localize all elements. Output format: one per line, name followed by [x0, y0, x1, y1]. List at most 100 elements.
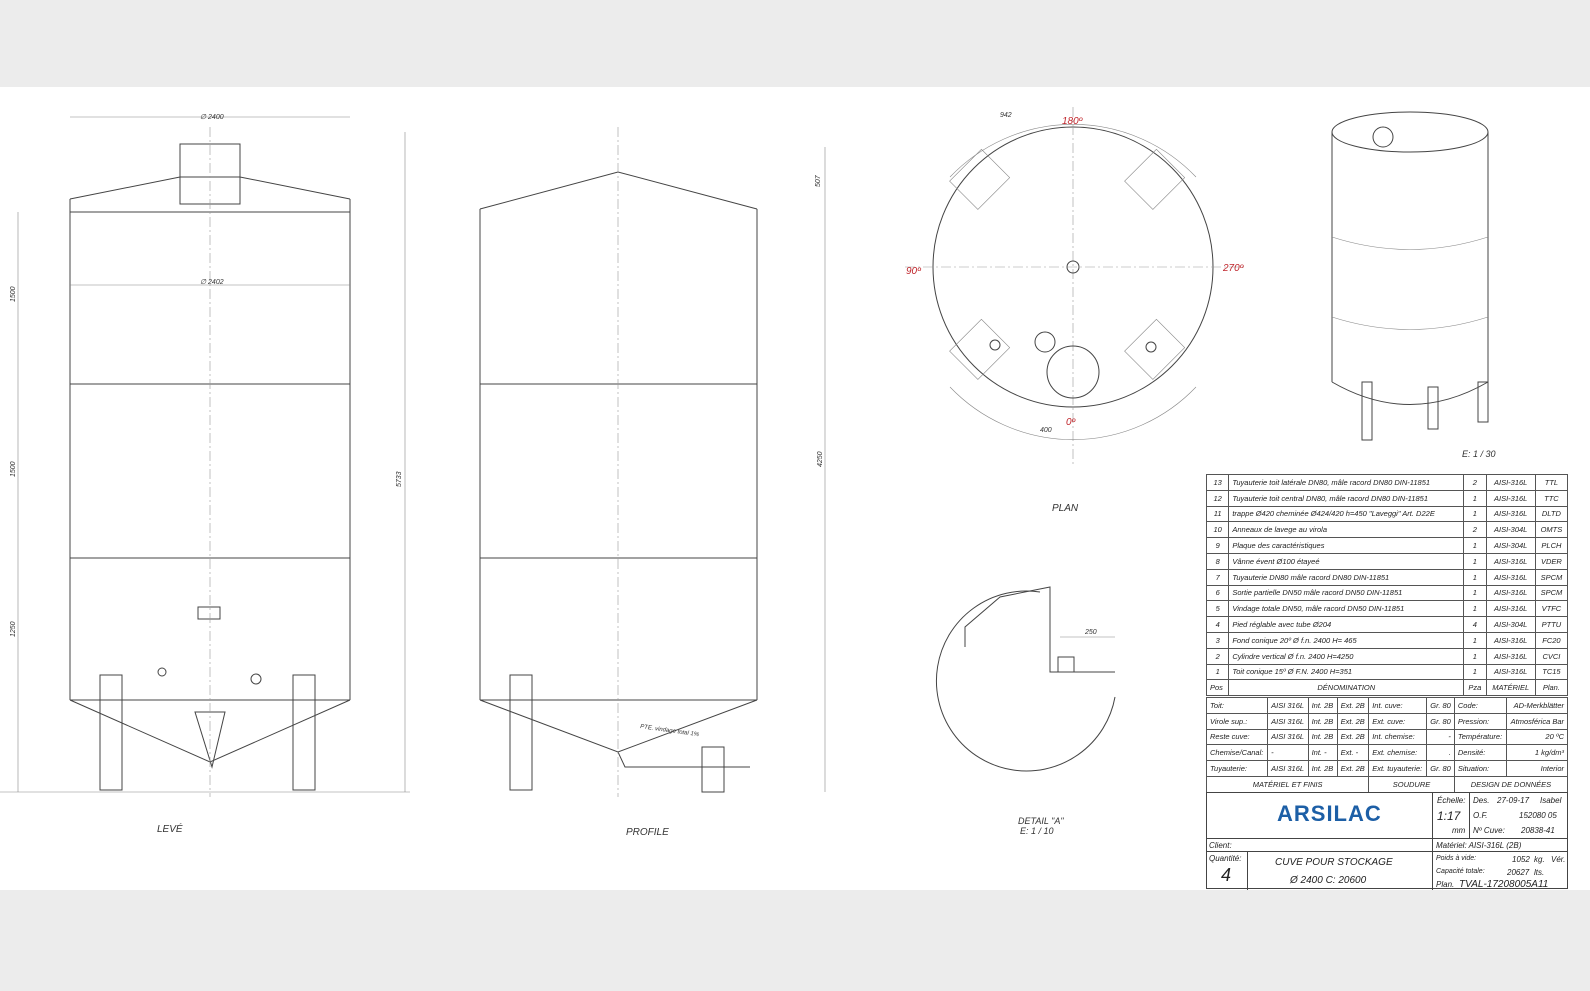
spec-cell: AISI 316L: [1267, 760, 1309, 777]
cell-denomination: Vânne évent Ø100 étayeé: [1228, 552, 1465, 570]
capacity-label: Capacité totale:: [1436, 868, 1485, 875]
cell-material: AISI-316L: [1485, 631, 1536, 649]
arsilac-logo: ARSILAC: [1277, 801, 1382, 826]
spec-cell: Ext. cuve:: [1368, 712, 1427, 730]
cell-material: AISI-316L: [1485, 647, 1536, 665]
cell-denomination: Tuyauterie DN80 mâle racord DN80 DIN-118…: [1228, 568, 1465, 586]
spec-cell: AISI 316L: [1267, 728, 1309, 746]
cell-quantity: 1: [1463, 552, 1487, 570]
angle-270: 270º: [1222, 263, 1245, 274]
spec-cell: AD-Merkblätter: [1505, 697, 1569, 714]
footer-label: MATÉRIEL ET FINIS: [1205, 775, 1370, 793]
cell-material: AISI-316L: [1485, 584, 1536, 602]
spec-cell: Chemise/Canal:: [1205, 744, 1269, 762]
scale-value: 1:17: [1437, 809, 1461, 823]
view-label-plan: PLAN: [1052, 503, 1079, 514]
cell-pos: 10: [1205, 521, 1230, 539]
spec-cell: Atmosférica Bar: [1505, 712, 1569, 730]
cell-quantity: 1: [1463, 631, 1487, 649]
cell-denomination: Toit conique 15º Ø F.N. 2400 H=351: [1228, 663, 1465, 681]
cell-quantity: 1: [1463, 489, 1487, 507]
footer-label: DESIGN DE DONNÉES: [1453, 775, 1569, 793]
cell-quantity: 1: [1463, 568, 1487, 586]
quantity-label: Quantité:: [1209, 854, 1242, 863]
material: Matériel: AISI-316L (2B): [1436, 841, 1522, 850]
cell-plan-code: SPCM: [1534, 584, 1569, 602]
cell-material: AISI-316L: [1485, 489, 1536, 507]
cell-material: AISI-304L: [1485, 616, 1536, 633]
spec-cell: Gr. 80: [1425, 760, 1455, 777]
cell-material: AISI-316L: [1485, 552, 1536, 570]
isometric-view: E: 1 / 30: [1331, 111, 1496, 459]
cell-material: AISI-304L: [1485, 537, 1536, 554]
quantity-value: 4: [1221, 865, 1232, 885]
profile-view: 4250 507 PTE. vindage total 1% PROFILE: [479, 127, 826, 838]
cell-pos: 12: [1205, 489, 1230, 507]
spec-cell: -: [1425, 728, 1455, 746]
header-material: MATÉRIEL: [1485, 679, 1536, 697]
cell-quantity: 4: [1463, 616, 1487, 633]
title-block: ARSILAC Échelle: 1:17 mm Des. 27-09-17 I…: [1206, 792, 1568, 890]
capacity-unit: lts.: [1534, 868, 1545, 877]
cell-material: AISI-316L: [1485, 568, 1536, 586]
spec-cell: Ext. 2B: [1336, 712, 1370, 730]
spec-cell: Int. 2B: [1307, 760, 1338, 777]
header-denomination: DÉNOMINATION: [1228, 679, 1465, 697]
spec-cell: Gr. 80: [1425, 697, 1455, 714]
spec-cell: 20 ºC: [1505, 728, 1569, 746]
dim-height-4250: 4250: [817, 451, 824, 467]
spec-cell: Int. -: [1307, 744, 1338, 762]
spec-cell: Température:: [1453, 728, 1507, 746]
spec-cell: Toit:: [1205, 697, 1269, 714]
spec-cell: Code:: [1453, 697, 1507, 714]
detail-scale: E: 1 / 10: [1020, 826, 1054, 836]
cell-plan-code: PLCH: [1534, 537, 1569, 554]
cell-pos: 4: [1205, 616, 1230, 633]
footer-label: SOUDURE: [1368, 775, 1455, 793]
cell-denomination: Fond conique 20º Ø f.n. 2400 H= 465: [1228, 631, 1465, 649]
dim-diameter-2402: ∅ 2402: [200, 279, 224, 286]
cell-pos: 13: [1205, 474, 1230, 491]
cell-denomination: Sortie partielle DN50 mâle racord DN50 D…: [1228, 584, 1465, 602]
weight-label: Poids à vide:: [1436, 855, 1477, 862]
header-quantity: Pza: [1463, 679, 1487, 697]
spec-cell: Situation:: [1453, 760, 1507, 777]
cell-pos: 6: [1205, 584, 1230, 602]
capacity-value: 20627: [1507, 868, 1530, 877]
cuve-label: Nº Cuve:: [1473, 826, 1505, 835]
date: 27-09-17: [1497, 796, 1530, 805]
designer-label: Des.: [1473, 796, 1490, 805]
product-name: CUVE POUR STOCKAGE: [1275, 857, 1393, 868]
header-pos: Pos: [1205, 679, 1230, 697]
spec-cell: Int. chemise:: [1368, 728, 1427, 746]
dim-942: 942: [1000, 112, 1012, 119]
weight-unit: kg.: [1534, 855, 1545, 864]
of-label: O.F.: [1473, 811, 1488, 820]
plan-label: Plan.: [1436, 880, 1455, 889]
dim-pte-note: PTE. vindage total 1%: [640, 724, 700, 738]
cell-pos: 7: [1205, 568, 1230, 586]
view-label-profile: PROFILE: [626, 827, 669, 838]
cell-pos: 3: [1205, 631, 1230, 649]
cell-quantity: 1: [1463, 663, 1487, 681]
cell-pos: 2: [1205, 647, 1230, 665]
spec-cell: Int. cuve:: [1368, 697, 1427, 714]
cell-plan-code: CVCI: [1534, 647, 1569, 665]
spec-cell: AISI 316L: [1267, 697, 1309, 714]
spec-cell: Tuyauterie:: [1205, 760, 1269, 777]
author: Isabel: [1540, 796, 1562, 805]
cell-material: AISI-316L: [1485, 474, 1536, 491]
spec-cell: .: [1425, 744, 1455, 762]
spec-cell: Int. 2B: [1307, 712, 1338, 730]
cell-plan-code: PTTU: [1534, 616, 1569, 633]
cell-plan-code: VDER: [1534, 552, 1569, 570]
angle-180: 180º: [1062, 116, 1084, 127]
